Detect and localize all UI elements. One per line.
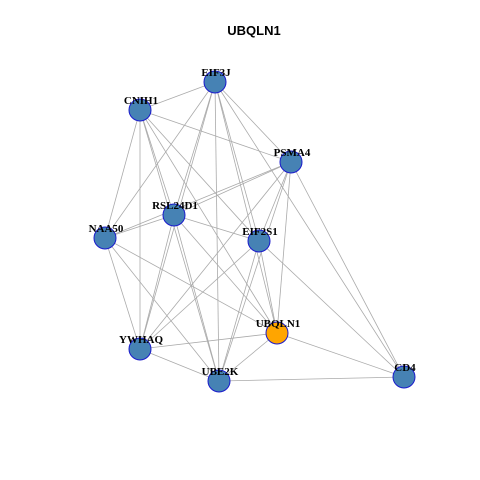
node-circle-naa50 <box>93 226 117 250</box>
edge-rsl24d1-naa50 <box>104 214 175 239</box>
node-psma4: PSMA4 <box>274 147 311 174</box>
edge-ubqln1-ube2k <box>218 332 278 382</box>
node-ywhaq: YWHAQ <box>119 334 163 361</box>
edge-psma4-ube2k <box>218 161 292 382</box>
node-label-rsl24d1: RSL24D1 <box>152 200 198 212</box>
node-ube2k: UBE2K <box>202 366 239 393</box>
node-label-psma4: PSMA4 <box>274 147 311 159</box>
node-ubqln1: UBQLN1 <box>256 318 301 345</box>
node-eif2s1: EIF2S1 <box>242 226 278 253</box>
node-label-ywhaq: YWHAQ <box>119 334 163 346</box>
node-circle-cnih1 <box>128 98 152 122</box>
edge-psma4-rsl24d1 <box>173 161 292 216</box>
edge-cnih1-eif2s1 <box>139 109 260 242</box>
edge-psma4-ywhaq <box>139 161 292 350</box>
edge-rsl24d1-ywhaq <box>139 214 175 350</box>
edge-rsl24d1-eif2s1 <box>173 214 260 242</box>
node-circle-eif2s1 <box>247 229 271 253</box>
node-circle-psma4 <box>279 150 303 174</box>
edge-naa50-ube2k <box>104 237 220 382</box>
edge-cnih1-rsl24d1 <box>139 109 175 216</box>
node-circle-cd4 <box>392 365 416 389</box>
edge-eif3j-cd4 <box>214 81 405 378</box>
node-label-naa50: NAA50 <box>89 223 124 235</box>
edge-rsl24d1-ubqln1 <box>173 214 278 334</box>
node-circle-ubqln1 <box>265 321 289 345</box>
node-label-eif3j: EIF3J <box>201 67 231 79</box>
edge-eif3j-eif2s1 <box>214 81 260 242</box>
node-label-eif2s1: EIF2S1 <box>242 226 277 238</box>
edge-eif3j-cnih1 <box>139 81 216 111</box>
node-naa50: NAA50 <box>89 223 124 250</box>
node-label-cd4: CD4 <box>394 362 416 374</box>
edge-cnih1-psma4 <box>139 109 292 163</box>
edge-ubqln1-ywhaq <box>139 332 278 350</box>
node-label-cnih1: CNIH1 <box>124 95 158 107</box>
node-eif3j: EIF3J <box>201 67 231 94</box>
edge-ywhaq-ube2k <box>139 348 220 382</box>
edge-psma4-naa50 <box>104 161 292 239</box>
node-circle-ywhaq <box>128 337 152 361</box>
edge-cnih1-ubqln1 <box>139 109 278 334</box>
edge-ubqln1-cd4 <box>276 332 405 378</box>
edge-cnih1-naa50 <box>104 109 141 239</box>
edge-eif2s1-ubqln1 <box>258 240 278 334</box>
edge-psma4-eif2s1 <box>258 161 292 242</box>
edge-eif3j-naa50 <box>104 81 216 239</box>
edge-eif2s1-ywhaq <box>139 240 260 350</box>
edge-eif3j-ubqln1 <box>214 81 278 334</box>
edge-eif2s1-cd4 <box>258 240 405 378</box>
edges-layer <box>104 81 405 382</box>
edge-eif3j-ube2k <box>214 81 220 382</box>
edge-psma4-ubqln1 <box>276 161 292 334</box>
node-rsl24d1: RSL24D1 <box>152 200 198 227</box>
edge-ube2k-cd4 <box>218 376 405 382</box>
edge-cnih1-ube2k <box>139 109 220 382</box>
edge-psma4-cd4 <box>290 161 405 378</box>
node-circle-eif3j <box>203 70 227 94</box>
node-label-ube2k: UBE2K <box>202 366 239 378</box>
node-circle-ube2k <box>207 369 231 393</box>
edge-eif3j-rsl24d1 <box>173 81 216 216</box>
edge-naa50-ywhaq <box>104 237 141 350</box>
edge-eif2s1-ube2k <box>218 240 260 382</box>
node-cd4: CD4 <box>392 362 416 389</box>
edge-eif3j-psma4 <box>214 81 292 163</box>
node-cnih1: CNIH1 <box>124 95 158 122</box>
edge-naa50-ubqln1 <box>104 237 278 334</box>
node-label-ubqln1: UBQLN1 <box>256 318 301 330</box>
graph-title: UBQLN1 <box>227 23 280 38</box>
node-circle-rsl24d1 <box>162 203 186 227</box>
